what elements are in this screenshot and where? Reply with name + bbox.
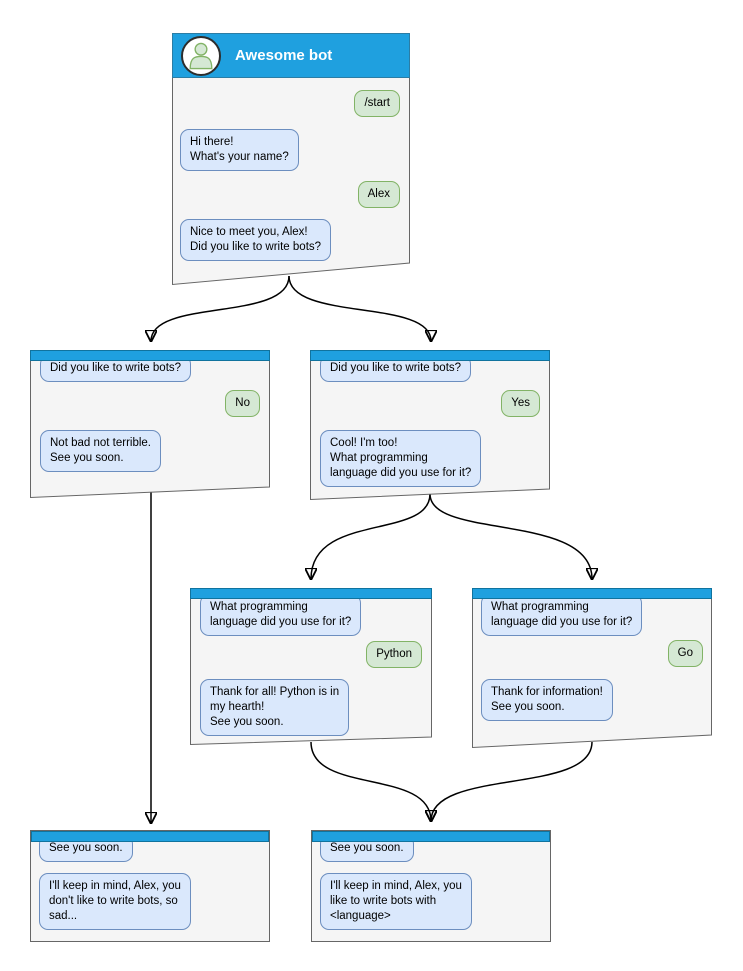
chat-window-start: Awesome bot /start Hi there! What's your… xyxy=(172,33,410,286)
message-bubble-user: Go xyxy=(667,640,703,667)
arrow-yes-to-python xyxy=(311,493,431,579)
message-bubble-user: No xyxy=(225,390,260,417)
message-bubble-bot: Thank for all! Python is in my hearth! S… xyxy=(200,679,350,736)
message-bubble-bot: Cool! I'm too! What programming language… xyxy=(320,430,482,487)
arrow-python-to-end xyxy=(310,741,431,821)
message-bubble-bot: I'll keep in mind, Alex, you like to wri… xyxy=(320,873,472,930)
chat-header-strip xyxy=(312,831,550,842)
message-bubble-user: Alex xyxy=(357,181,400,208)
arrow-start-to-yes xyxy=(288,275,431,341)
chat-window-python: What programming language did you use fo… xyxy=(190,588,432,746)
bot-title: Awesome bot xyxy=(235,47,333,64)
chat-window-no-branch: Did you like to write bots? No Not bad n… xyxy=(30,350,270,499)
arrow-start-to-no xyxy=(151,275,290,341)
chat-window-end-no: See you soon. I'll keep in mind, Alex, y… xyxy=(30,830,270,942)
chat-header-strip xyxy=(310,350,550,361)
message-bubble-user: /start xyxy=(354,90,400,117)
chat-window-end-yes: See you soon. I'll keep in mind, Alex, y… xyxy=(311,830,551,942)
message-bubble-bot: What programming language did you use fo… xyxy=(200,594,362,636)
arrow-go-to-end xyxy=(431,741,593,821)
chat-window-yes-branch: Did you like to write bots? Yes Cool! I'… xyxy=(310,350,550,501)
message-bubble-bot: Not bad not terrible. See you soon. xyxy=(40,430,162,472)
message-bubble-user: Yes xyxy=(501,390,540,417)
chat-header-strip xyxy=(31,831,269,842)
message-bubble-bot: Thank for information! See you soon. xyxy=(481,679,613,721)
message-bubble-bot: What programming language did you use fo… xyxy=(481,594,643,636)
chat-header: Awesome bot xyxy=(172,33,410,78)
chat-header-strip xyxy=(472,588,712,599)
message-bubble-bot: Hi there! What's your name? xyxy=(180,129,299,171)
message-bubble-bot: Nice to meet you, Alex! Did you like to … xyxy=(180,219,332,261)
chat-header-strip xyxy=(30,350,270,361)
chat-header-strip xyxy=(190,588,432,599)
arrow-yes-to-go xyxy=(429,493,592,579)
chat-window-go: What programming language did you use fo… xyxy=(472,588,712,749)
message-bubble-bot: I'll keep in mind, Alex, you don't like … xyxy=(39,873,191,930)
bot-avatar-icon xyxy=(181,35,221,76)
message-bubble-user: Python xyxy=(366,641,422,668)
